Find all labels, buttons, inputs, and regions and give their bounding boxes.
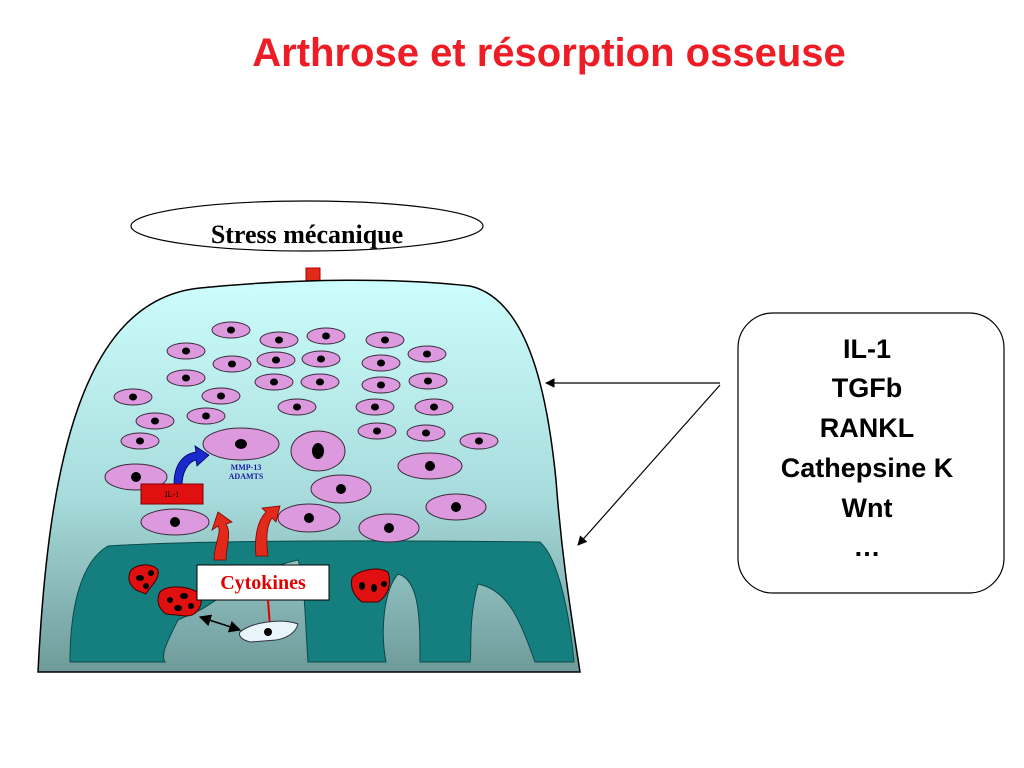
double-arrow-icon [198,614,242,633]
curved-blue-arrow-icon [173,445,210,487]
chondrocyte [361,376,401,394]
il1-box-label: IL-1 [165,490,179,499]
factors-box: IL-1 TGFb RANKL Cathepsine K Wnt … [737,312,1005,594]
page-title: Arthrose et résorption osseuse [252,31,846,75]
chondrocyte [166,342,206,360]
stress-label-group: Stress mécanique [130,200,484,252]
chondrocyte-large [277,503,341,533]
chondrocyte [135,412,175,430]
chondrocyte [254,373,294,391]
osteoclast [128,564,159,595]
mmp13-label: MMP-13 [231,463,262,472]
curved-red-arrow-icon [211,511,233,561]
chondrocyte [414,398,454,416]
stress-ellipse [130,200,484,252]
chondrocyte [212,355,252,373]
chondrocyte [408,372,448,390]
curved-red-arrow-icon [255,505,281,557]
chondrocytes [104,321,499,543]
factor-tgfb: TGFb [832,373,902,403]
osteoclast [157,586,202,617]
chondrocyte [211,321,251,339]
osteoclast [351,568,391,603]
chondrocyte [355,398,395,416]
chondrocyte [365,331,405,349]
factor-ellipsis: … [854,532,881,562]
adamts-label: ADAMTS [229,472,264,481]
chondrocyte [300,373,340,391]
chondrocyte [459,432,499,450]
chondrocyte [406,424,446,442]
chondrocyte [407,345,447,363]
chondrocyte [166,369,206,387]
chondrocyte [186,407,226,425]
il1-box: IL-1 [140,483,204,505]
chondrocyte [256,351,296,369]
chondrocyte-large [425,493,487,521]
factor-rankl: RANKL [820,413,915,443]
cytokines-label: Cytokines [220,572,306,594]
stress-label: Stress mécanique [211,220,403,249]
chondrocyte [306,327,346,345]
chondrocyte-large [310,474,372,504]
factor-cathepsine-k: Cathepsine K [781,453,954,483]
factor-wnt: Wnt [842,493,893,523]
chondrocyte [259,331,299,349]
chondrocyte [120,432,160,450]
chondrocyte-large [358,513,420,543]
osteoblast [239,620,299,643]
chondrocyte [277,398,317,416]
arrow-to-bone [577,384,721,546]
chondrocyte-large [202,427,280,461]
chondrocyte-large [397,452,463,480]
chondrocyte-large [290,430,346,472]
chondrocyte [113,388,153,406]
chondrocyte [361,354,401,372]
subchondral-bone [69,540,575,663]
chondrocyte [301,350,341,368]
factor-il1: IL-1 [843,334,891,364]
chondrocyte [357,422,397,440]
chondrocyte [201,387,241,405]
chondrocyte-large [140,508,210,536]
cytokines-box: Cytokines [196,564,330,601]
